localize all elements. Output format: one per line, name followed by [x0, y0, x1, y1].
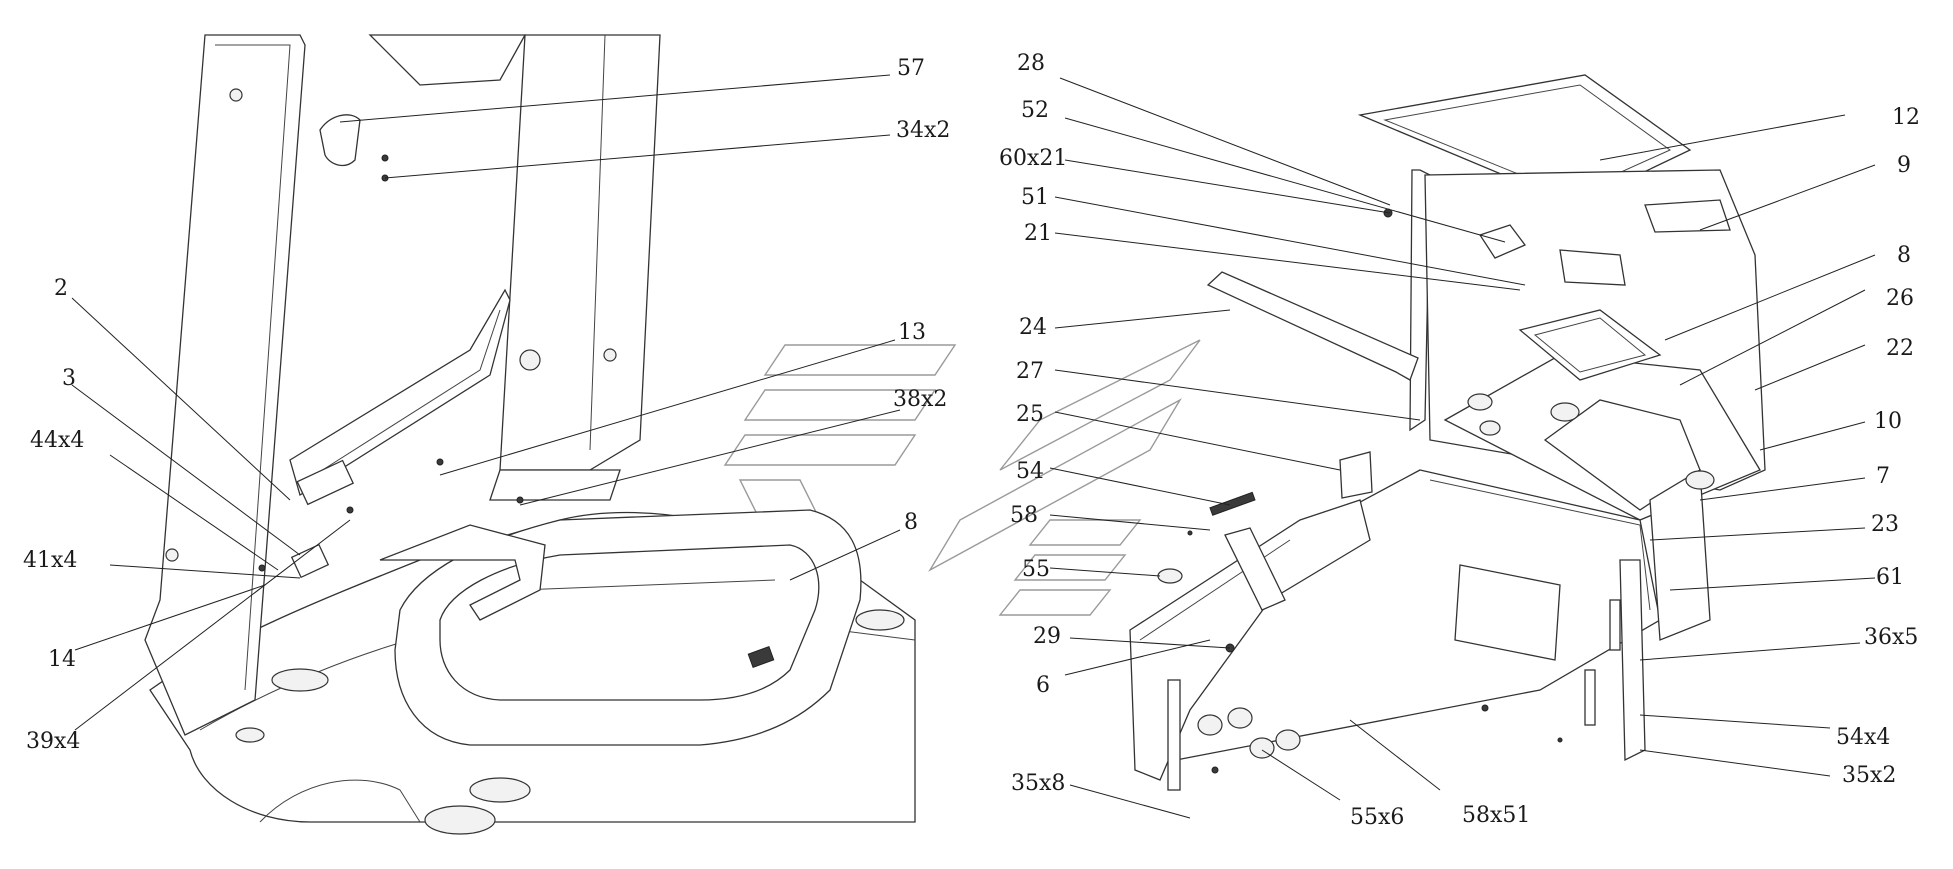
callout-8-right: 8 [1897, 243, 1911, 268]
callout-21: 21 [1024, 221, 1052, 246]
callout-7: 7 [1876, 464, 1890, 489]
callout-55x6: 55x6 [1350, 805, 1404, 830]
callout-24: 24 [1019, 315, 1047, 340]
watermark-logo [723, 339, 1201, 616]
callout-8-left: 8 [904, 510, 918, 535]
callout-34x2: 34x2 [896, 118, 950, 143]
callout-60x21: 60x21 [999, 146, 1067, 171]
callout-22: 22 [1886, 336, 1914, 361]
callout-39x4: 39x4 [26, 729, 80, 754]
callout-26: 26 [1886, 286, 1914, 311]
callout-54: 54 [1016, 459, 1044, 484]
callout-12: 12 [1892, 105, 1920, 130]
callout-51: 51 [1021, 185, 1049, 210]
callout-55: 55 [1022, 557, 1050, 582]
callout-14: 14 [48, 647, 76, 672]
callout-44x4: 44x4 [30, 428, 84, 453]
callout-25: 25 [1016, 402, 1044, 427]
callout-54x4: 54x4 [1836, 725, 1890, 750]
callout-52: 52 [1021, 98, 1049, 123]
callout-6: 6 [1036, 673, 1050, 698]
right-callouts: 28 52 60x21 51 21 24 27 25 54 58 55 29 6… [999, 51, 1920, 830]
callout-57: 57 [897, 56, 925, 81]
left-callouts: 57 34x2 2 3 44x4 41x4 14 39x4 13 38x2 8 [23, 56, 950, 754]
left-leader-lines [71, 74, 901, 731]
callout-13: 13 [898, 320, 926, 345]
right-assembly [1129, 74, 1766, 791]
callout-38x2: 38x2 [893, 387, 947, 412]
callout-36x5: 36x5 [1864, 625, 1918, 650]
callout-9: 9 [1897, 153, 1911, 178]
callout-35x2: 35x2 [1842, 763, 1896, 788]
callout-27: 27 [1016, 359, 1044, 384]
callout-35x8: 35x8 [1011, 771, 1065, 796]
callout-41x4: 41x4 [23, 548, 77, 573]
callout-23: 23 [1871, 512, 1899, 537]
callout-61: 61 [1876, 565, 1904, 590]
callout-28: 28 [1017, 51, 1045, 76]
left-assembly [144, 34, 916, 835]
right-leader-lines [1049, 77, 1876, 819]
callout-58x51: 58x51 [1462, 803, 1530, 828]
callout-3: 3 [62, 366, 76, 391]
callout-2: 2 [54, 276, 68, 301]
callout-58: 58 [1010, 503, 1038, 528]
callout-29: 29 [1033, 624, 1061, 649]
callout-10: 10 [1874, 409, 1902, 434]
